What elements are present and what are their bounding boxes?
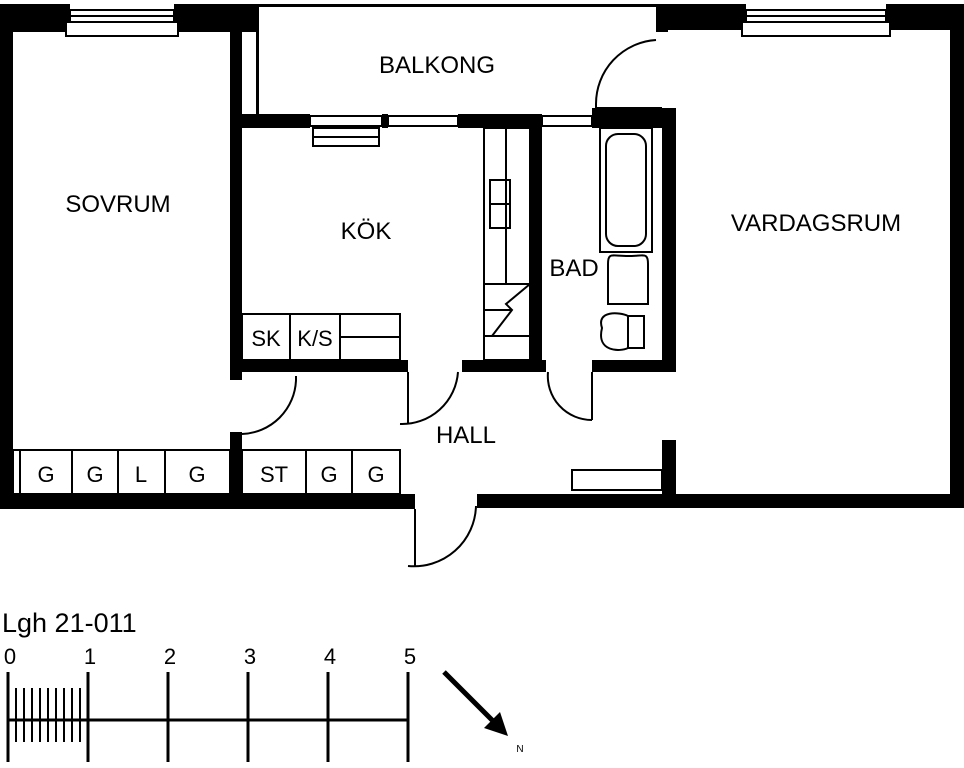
room-label-balkong: BALKONG: [379, 52, 495, 79]
cabinet-label-st: ST: [260, 462, 288, 487]
scale-major-ticks: [6, 672, 410, 762]
walls: [0, 4, 964, 509]
cabinets-kitchen: SK K/S: [241, 313, 401, 361]
cabinet-label-g3: G: [188, 462, 205, 487]
wall-kok-bottom-1: [230, 360, 408, 372]
scale-tick-label: 0: [4, 644, 16, 669]
wall-bad-left: [530, 114, 542, 370]
wall-bottom-left: [0, 494, 415, 509]
compass-label: N: [516, 744, 523, 755]
window-sovrum: [65, 9, 179, 37]
room-label-sovrum: SOVRUM: [65, 191, 170, 218]
wall-kok-top-2: [382, 114, 388, 128]
cabinet-label-g5: G: [367, 462, 384, 487]
doors: [241, 39, 662, 568]
cabinet-label-g4: G: [320, 462, 337, 487]
dishwasher-symbol: [491, 283, 531, 337]
wall-top-right-2: [886, 4, 964, 30]
apartment-id: Lgh 21-011: [2, 608, 137, 638]
scale-tick-labels: 0 1 2 3 4 5: [4, 644, 416, 669]
window-vardagsrum: [741, 9, 891, 37]
window-bad: [541, 115, 593, 127]
window-kok: [309, 115, 459, 147]
room-labels: BALKONG SOVRUM KÖK BAD VARDAGSRUM HALL: [65, 52, 901, 449]
wall-kok-top-3: [458, 114, 542, 128]
wall-kok-top-1: [230, 114, 310, 128]
north-arrow: N: [442, 670, 524, 755]
door-balkong: [594, 39, 657, 108]
cabinets-hall: ST G G: [241, 449, 401, 495]
wall-balcony-right-top: [656, 4, 668, 32]
sink: [607, 254, 649, 305]
cabinet-label-sk: SK: [251, 326, 281, 351]
fixtures: [483, 127, 663, 491]
wall-bottom-right: [477, 494, 964, 508]
scale-minor-ticks: [15, 688, 81, 742]
room-label-hall: HALL: [436, 422, 496, 449]
cabinet-label-l: L: [135, 462, 147, 487]
scale-tick-label: 3: [244, 644, 256, 669]
hall-shelf: [571, 469, 663, 491]
scale-tick-label: 5: [404, 644, 416, 669]
toilet: [600, 312, 645, 351]
wall-left: [0, 4, 13, 509]
door-bad: [546, 371, 593, 422]
balcony-rail-top: [256, 4, 662, 7]
cabinet-label-g1: G: [37, 462, 54, 487]
room-label-bad: BAD: [549, 255, 598, 282]
windows: [65, 9, 891, 147]
cabinet-label-ks: K/S: [297, 326, 332, 351]
bathtub: [599, 127, 653, 253]
balcony-rail-left: [256, 4, 259, 114]
door-entrance: [407, 505, 477, 568]
wall-top-right-1: [662, 4, 746, 30]
cabinets-sovrum: G G L G: [12, 449, 231, 495]
wall-bad-top: [592, 108, 676, 128]
bathtub-basin: [605, 133, 647, 247]
scale-bar: 0 1 2 3 4 5: [4, 644, 416, 762]
wall-kok-bottom-2: [462, 360, 546, 372]
scale-tick-label: 1: [84, 644, 96, 669]
door-kok: [399, 371, 459, 426]
wall-vardagsrum-left: [662, 108, 676, 370]
scale-tick-label: 4: [324, 644, 336, 669]
room-label-kok: KÖK: [341, 218, 392, 245]
room-label-vardagsrum: VARDAGSRUM: [731, 210, 901, 237]
wall-top-left-2: [174, 4, 256, 32]
door-sovrum: [241, 376, 297, 435]
wall-sovrum-hall: [230, 432, 242, 497]
scale-tick-label: 2: [164, 644, 176, 669]
wall-vardagsrum-left-lower: [662, 440, 676, 498]
wall-bad-bottom: [592, 360, 676, 372]
wall-sovrum-kok: [230, 4, 242, 380]
cabinet-label-g2: G: [86, 462, 103, 487]
wall-right: [950, 4, 964, 508]
